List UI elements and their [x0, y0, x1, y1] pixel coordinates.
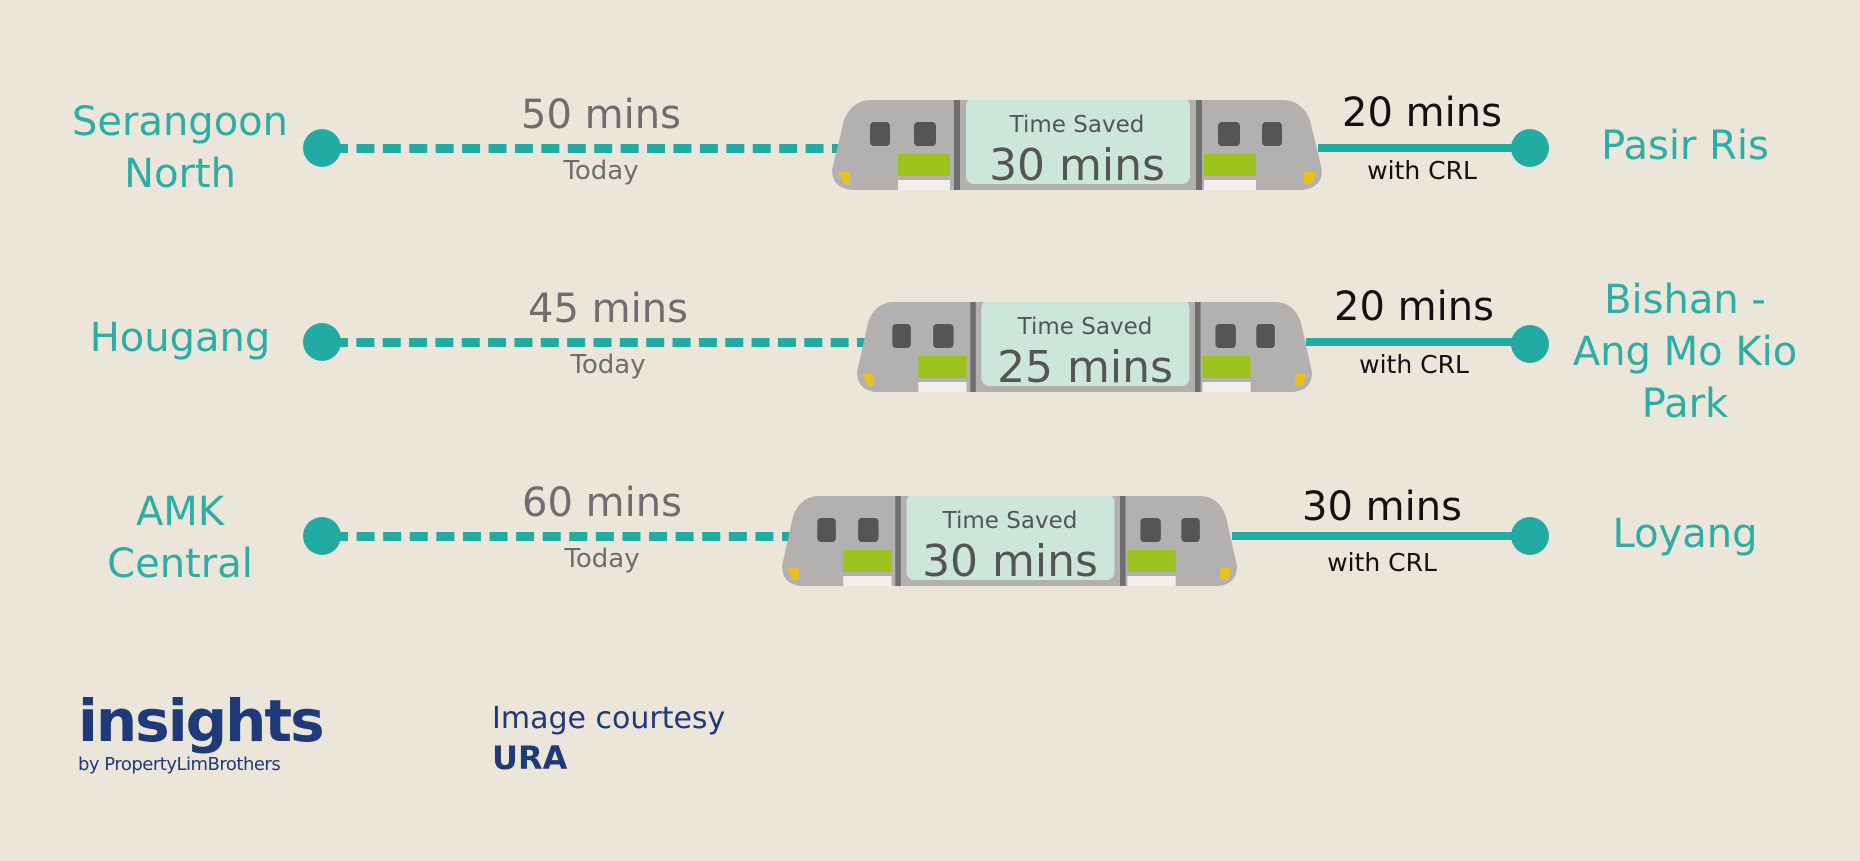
today-label: Today: [563, 156, 639, 186]
time-saved-label: Time Saved: [1017, 314, 1153, 340]
credit-label: Image courtesy: [492, 701, 726, 736]
crl-time: 20 mins: [1342, 90, 1502, 136]
train-graphic: [857, 300, 1312, 392]
crl-time: 30 mins: [1302, 484, 1462, 530]
crl-solid-line: [1306, 338, 1536, 346]
destination-line1: Loyang: [1612, 511, 1758, 557]
destination-dot: [1511, 129, 1549, 167]
crl-label: with CRL: [1367, 156, 1477, 185]
destination-station: Loyang: [1540, 508, 1830, 560]
destination-dot: [1511, 517, 1549, 555]
crl-label: with CRL: [1327, 548, 1437, 577]
today-time: 45 mins: [528, 286, 688, 332]
insights-logo: insights by PropertyLimBrothers: [78, 687, 325, 775]
destination-station: Pasir Ris: [1540, 120, 1830, 172]
route-3: AMK Central 60 mins Today Time Saved 30 …: [0, 476, 1860, 636]
destination-dot: [1511, 325, 1549, 363]
today-label: Today: [570, 350, 646, 380]
destination-line1: Pasir Ris: [1601, 123, 1769, 169]
credit-source: URA: [492, 739, 568, 777]
origin-station: AMK Central: [40, 486, 320, 590]
logo-byline: by PropertyLimBrothers: [78, 754, 281, 775]
today-dashed-line: [330, 532, 800, 541]
destination-line3: Park: [1641, 381, 1729, 427]
origin-station: Serangoon North: [40, 96, 320, 200]
today-dashed-line: [330, 338, 875, 347]
train-icon: Time Saved 30 mins: [782, 494, 1237, 606]
logo-wordmark: insights: [78, 687, 325, 755]
destination-line2: Ang Mo Kio: [1572, 329, 1798, 375]
crl-solid-line: [1232, 532, 1536, 540]
crl-solid-line: [1318, 144, 1534, 152]
today-label: Today: [564, 544, 640, 574]
today-time: 50 mins: [521, 92, 681, 138]
destination-line1: Bishan -: [1604, 277, 1766, 323]
train-icon: Time Saved 30 mins: [832, 98, 1322, 210]
train-icon: Time Saved 25 mins: [857, 300, 1312, 412]
origin-line2: North: [124, 151, 236, 197]
origin-line2: Central: [107, 541, 253, 587]
origin-line1: Hougang: [89, 315, 271, 361]
time-saved-value: 25 mins: [997, 342, 1173, 393]
route-1: Serangoon North 50 mins Today Time Saved…: [0, 88, 1860, 248]
crl-label: with CRL: [1359, 350, 1469, 379]
today-time: 60 mins: [522, 480, 682, 526]
time-saved-value: 30 mins: [989, 140, 1165, 191]
route-2: Hougang 45 mins Today Time Saved 25 mins…: [0, 277, 1860, 442]
destination-station: Bishan - Ang Mo Kio Park: [1540, 274, 1830, 430]
time-saved-label: Time Saved: [942, 508, 1078, 534]
origin-line1: Serangoon: [72, 99, 288, 145]
train-graphic: [832, 98, 1322, 190]
today-dashed-line: [330, 144, 850, 153]
time-saved-label: Time Saved: [1009, 112, 1145, 138]
image-credit: Image courtesy URA: [492, 700, 725, 778]
origin-line1: AMK: [135, 489, 225, 535]
crl-time: 20 mins: [1334, 284, 1494, 330]
origin-station: Hougang: [40, 312, 320, 364]
train-graphic: [782, 494, 1237, 586]
time-saved-value: 30 mins: [922, 536, 1098, 587]
